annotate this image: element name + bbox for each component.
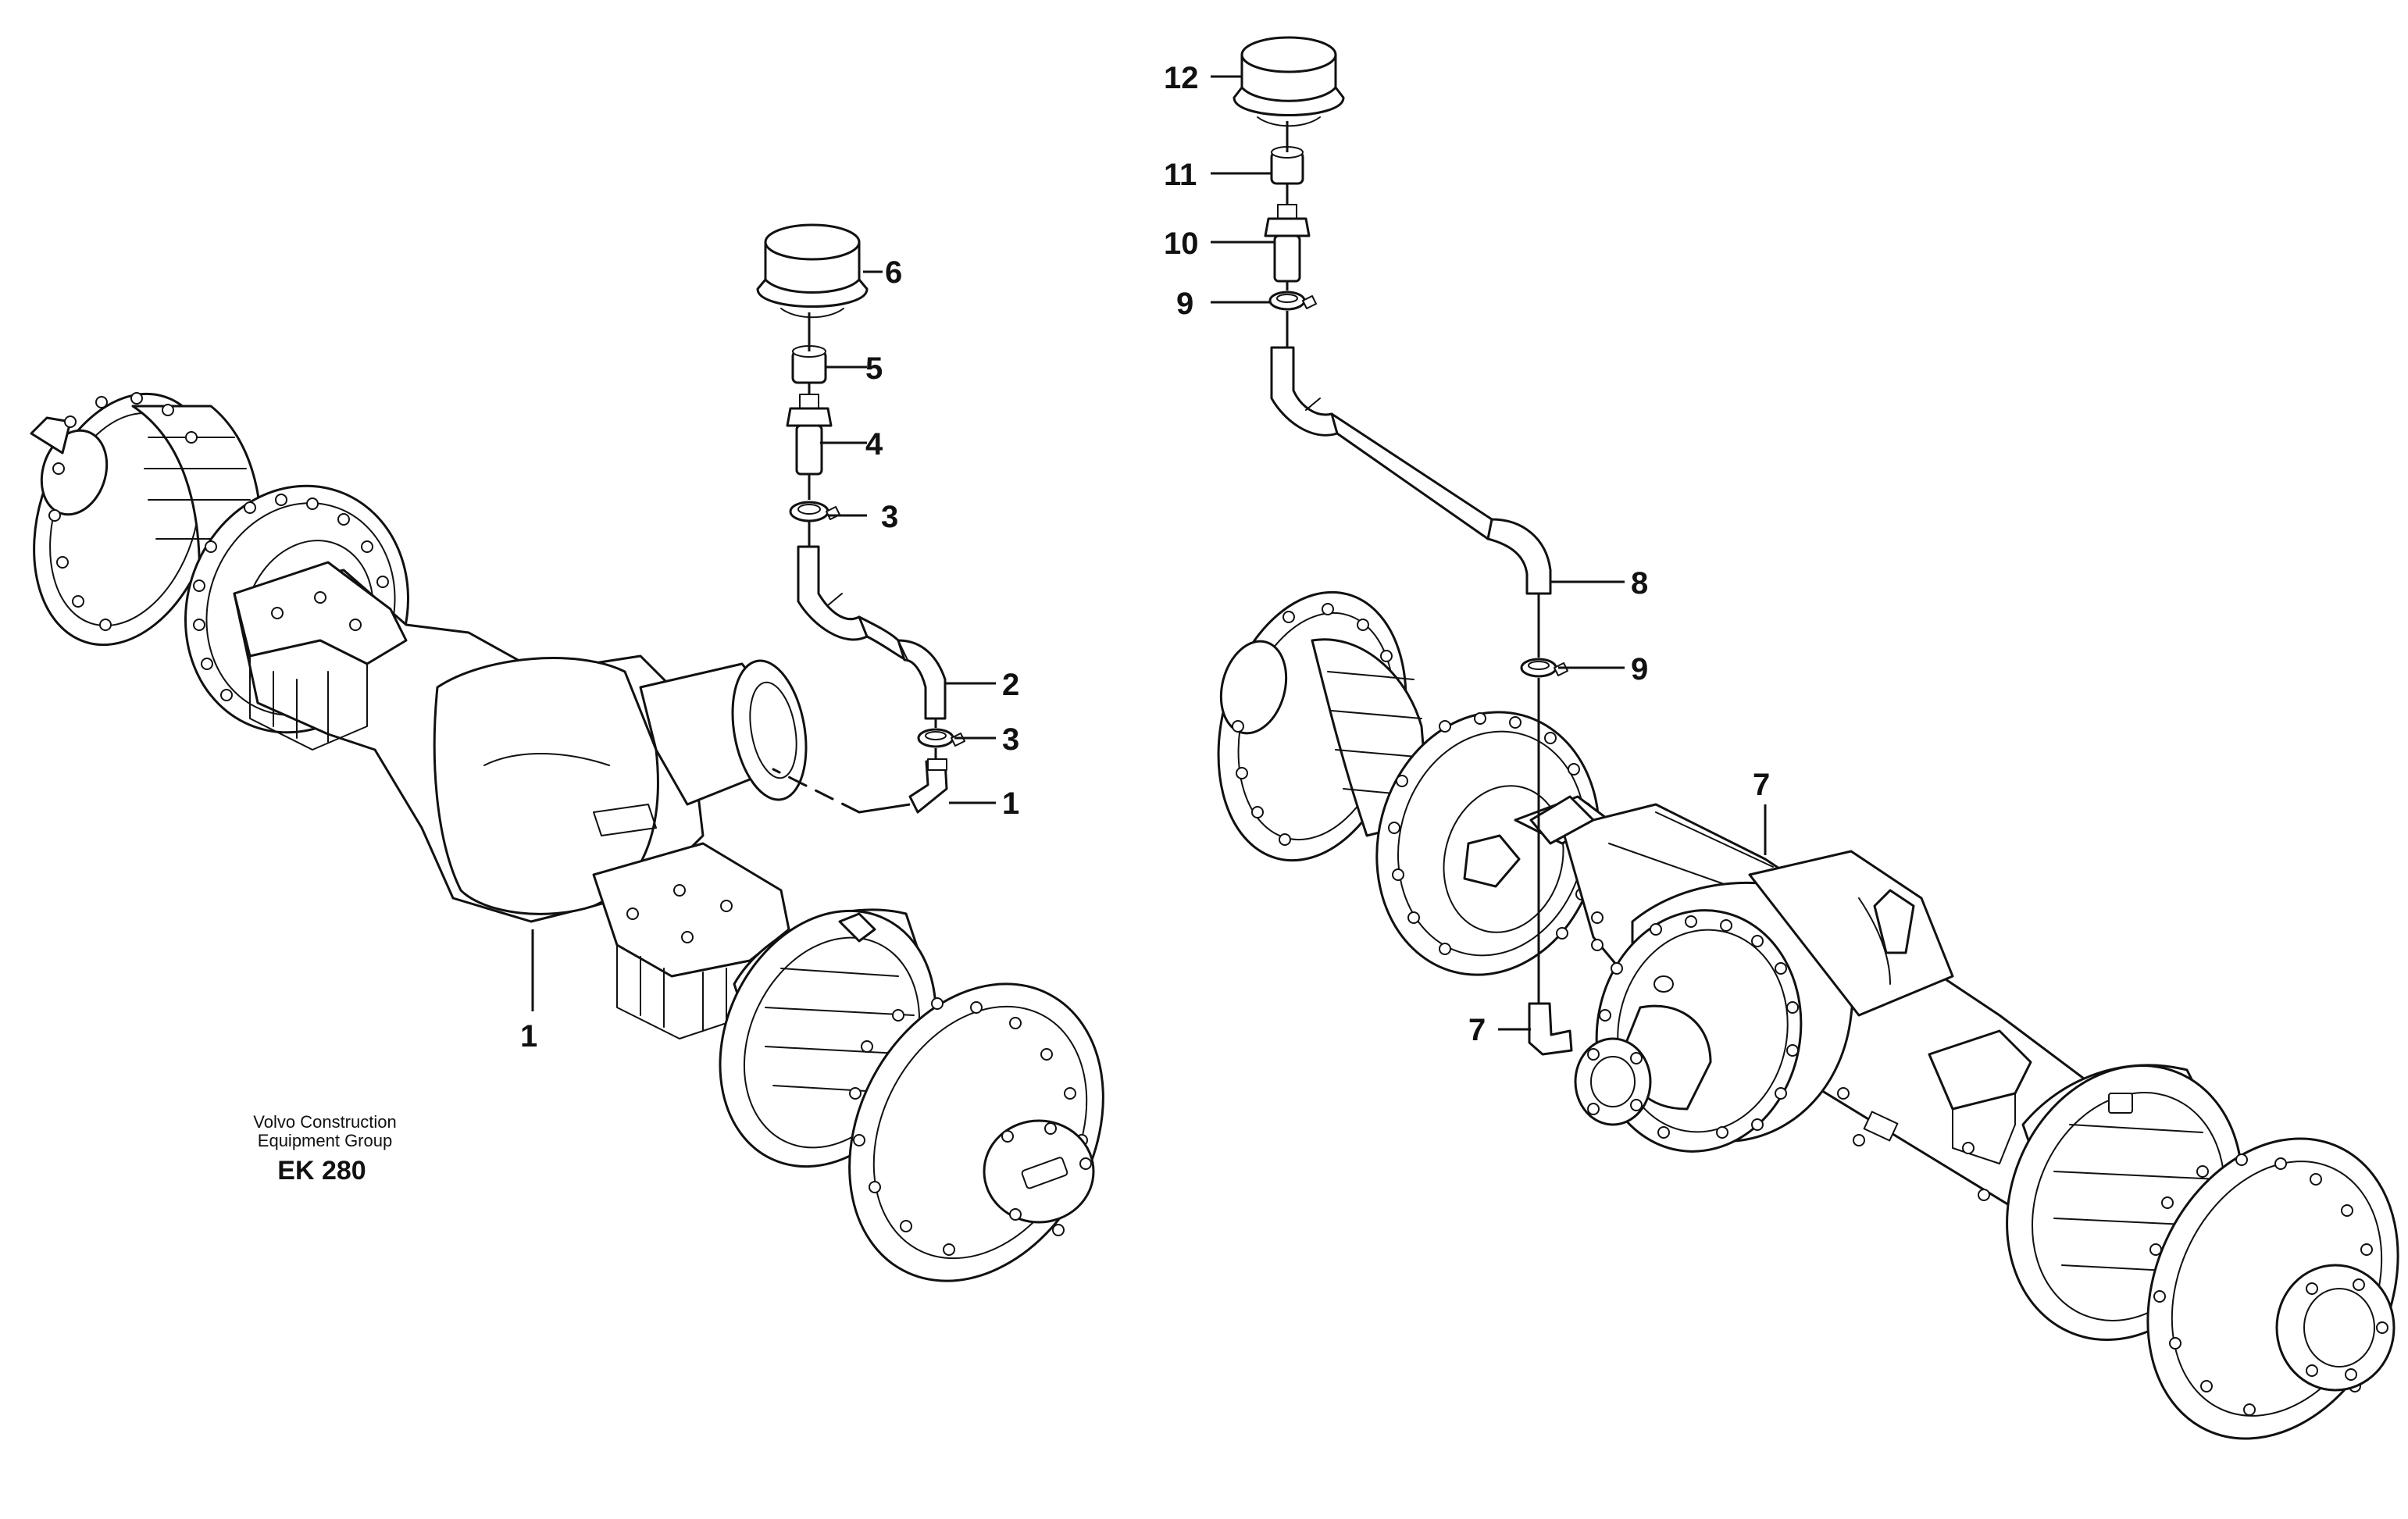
publisher-caption: Volvo Construction Equipment Group EK 28… [253, 1112, 396, 1186]
callout-9-clamp-right-lower: 9 [1631, 652, 1648, 686]
elbow-fitting-left [908, 758, 948, 814]
nipple-left [791, 345, 827, 384]
callout-labels: 1 1 2 3 3 4 5 6 7 7 8 9 9 10 11 12 [520, 61, 1770, 1054]
callout-4-fitting-left: 4 [865, 427, 883, 462]
left-axle-assembly [30, 392, 1104, 1282]
hose-clamp-left-upper [789, 501, 840, 522]
callout-9-clamp-right-upper: 9 [1176, 287, 1193, 321]
hose-clamp-left-lower [917, 728, 965, 748]
breather-cap-right [1233, 36, 1345, 127]
callout-7-housing-right: 7 [1753, 768, 1770, 802]
callout-5-nipple-left: 5 [865, 351, 883, 386]
right-breather-assembly [1233, 36, 1573, 1056]
callout-6-breather-cap-left: 6 [885, 255, 902, 290]
callout-8-hose-right: 8 [1631, 566, 1648, 601]
caption-line-2: Equipment Group [258, 1131, 392, 1150]
left-breather-assembly [756, 223, 965, 814]
breather-hose-right [1270, 346, 1552, 595]
callout-leaders [531, 75, 1767, 1031]
callout-10-fitting-right: 10 [1164, 226, 1199, 261]
callout-12-breather-cap-right: 12 [1164, 61, 1199, 95]
breather-cap-left [756, 223, 869, 319]
right-axle-assembly [1217, 590, 2399, 1440]
breather-hose-left [797, 545, 947, 720]
nipple-right [1270, 146, 1304, 185]
caption-line-1: Volvo Construction [253, 1112, 396, 1132]
callout-11-nipple-right: 11 [1164, 158, 1197, 192]
hose-clamp-right-lower [1520, 658, 1568, 678]
callout-1-housing-left: 1 [520, 1019, 537, 1054]
drawing-code: EK 280 [277, 1156, 366, 1186]
callout-1-elbow-left: 1 [1002, 786, 1019, 821]
callout-3-clamp-left-lower: 3 [1002, 722, 1019, 757]
callout-7-elbow-right: 7 [1468, 1013, 1486, 1047]
callout-2-hose-left: 2 [1002, 668, 1019, 702]
hose-clamp-right-upper [1268, 291, 1317, 311]
fitting-left [786, 394, 833, 476]
callout-3-clamp-left-upper: 3 [881, 500, 898, 534]
elbow-fitting-right [1528, 1002, 1573, 1056]
